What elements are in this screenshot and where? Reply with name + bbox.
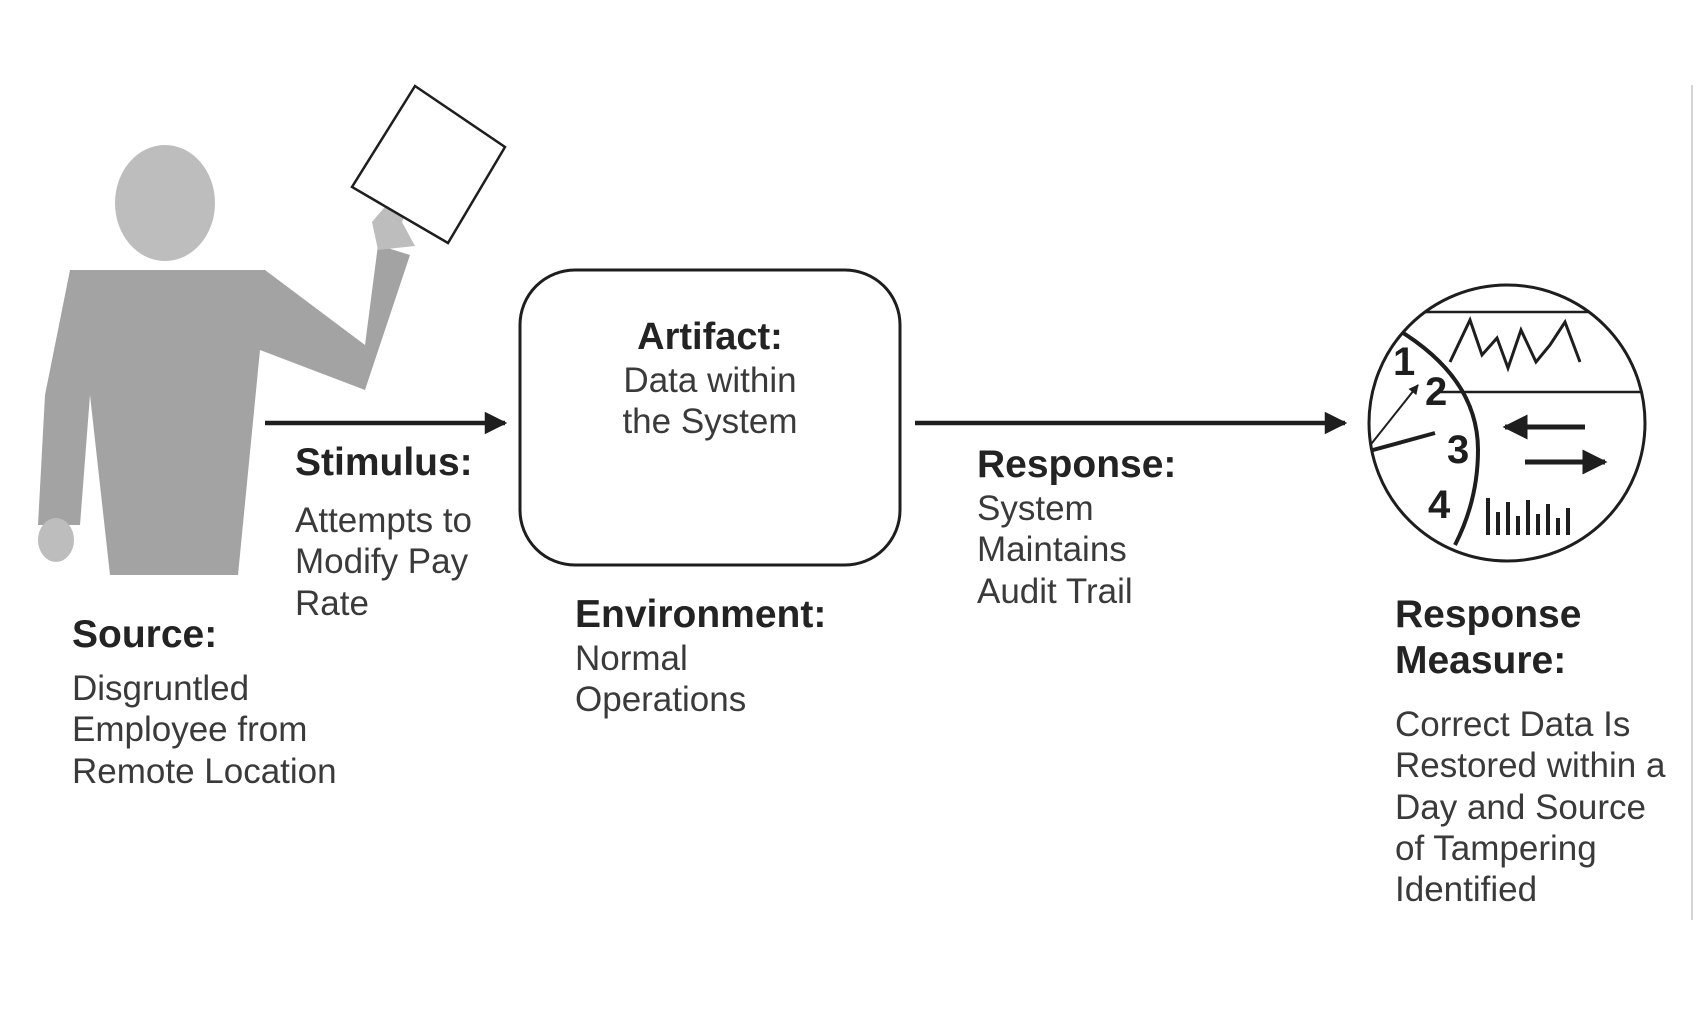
dial-needle [1369, 431, 1436, 455]
gauge-number-2: 2 [1425, 370, 1447, 414]
signal-zigzag [1448, 316, 1582, 373]
gauge-number-4: 4 [1428, 483, 1451, 527]
paper-sheet [350, 84, 507, 245]
gauge-number-1: 1 [1393, 340, 1415, 384]
dial-pointer-arrow [1369, 384, 1419, 449]
dial-arc [1389, 323, 1481, 546]
artifact-text: Data within the System [622, 360, 798, 442]
response-measure-label: Response Measure: Correct Data Is Restor… [1395, 592, 1695, 911]
environment-heading: Environment: [575, 593, 827, 636]
person-head [115, 145, 215, 261]
source-text: Disgruntled Employee from Remote Locatio… [72, 669, 337, 791]
person-body [38, 245, 410, 575]
response-measure-text: Correct Data Is Restored within a Day an… [1395, 705, 1666, 910]
response-measure-heading: Response Measure: [1395, 593, 1582, 683]
artifact-label: Artifact: Data within the System [560, 315, 860, 442]
source-person-figure [38, 84, 507, 575]
stimulus-text: Attempts to Modify Pay Rate [295, 501, 473, 623]
source-heading: Source: [72, 613, 218, 656]
artifact-heading: Artifact: [637, 316, 783, 358]
person-left-hand [38, 518, 74, 562]
artifact-box [518, 268, 902, 567]
stimulus-heading: Stimulus: [295, 441, 473, 484]
source-label: Source: Disgruntled Employee from Remote… [72, 612, 402, 792]
gauge-number-3: 3 [1447, 428, 1469, 472]
response-label: Response: System Maintains Audit Trail [977, 442, 1257, 612]
environment-label: Environment: Normal Operations [575, 592, 895, 721]
response-heading: Response: [977, 443, 1177, 486]
bar-ticks [1486, 498, 1570, 535]
environment-text: Normal Operations [575, 639, 747, 720]
gauge-circle [1367, 283, 1647, 563]
response-measure-gauge: 1 2 3 4 [1367, 283, 1647, 563]
stimulus-label: Stimulus: Attempts to Modify Pay Rate [295, 440, 525, 624]
response-text: System Maintains Audit Trail [977, 489, 1133, 611]
